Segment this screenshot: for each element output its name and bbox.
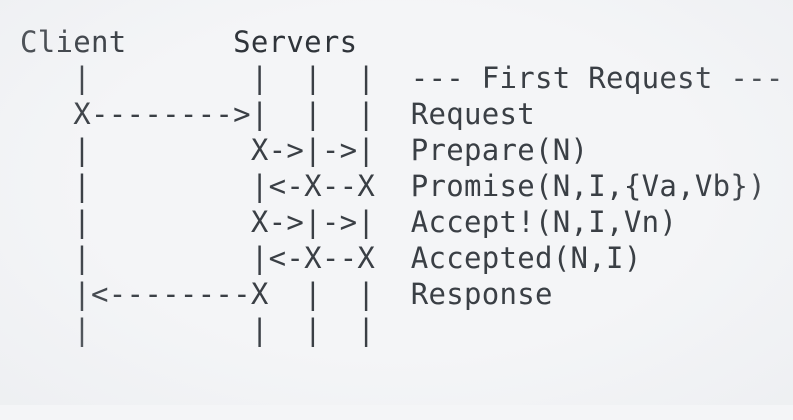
diagram-row-tail: | | | |: [20, 313, 376, 347]
diagram-row-request: X-------->| | | Request: [20, 97, 536, 131]
ascii-sequence-diagram: Client Servers | | | | --- First Request…: [20, 24, 784, 420]
diagram-row-accept: | X->|->| Accept!(N,I,Vn): [20, 205, 678, 239]
diagram-row-first-request: | | | | --- First Request ---: [20, 61, 784, 95]
diagram-row-accepted: | |<-X--X Accepted(N,I): [20, 241, 642, 275]
diagram-row-response: |<--------X | | Response: [20, 277, 553, 311]
diagram-row-promise: | |<-X--X Promise(N,I,{Va,Vb}): [20, 169, 766, 203]
diagram-row-prepare: | X->|->| Prepare(N): [20, 133, 589, 167]
diagram-canvas: Client Servers | | | | --- First Request…: [0, 0, 793, 405]
diagram-header-row: Client Servers: [20, 25, 358, 59]
